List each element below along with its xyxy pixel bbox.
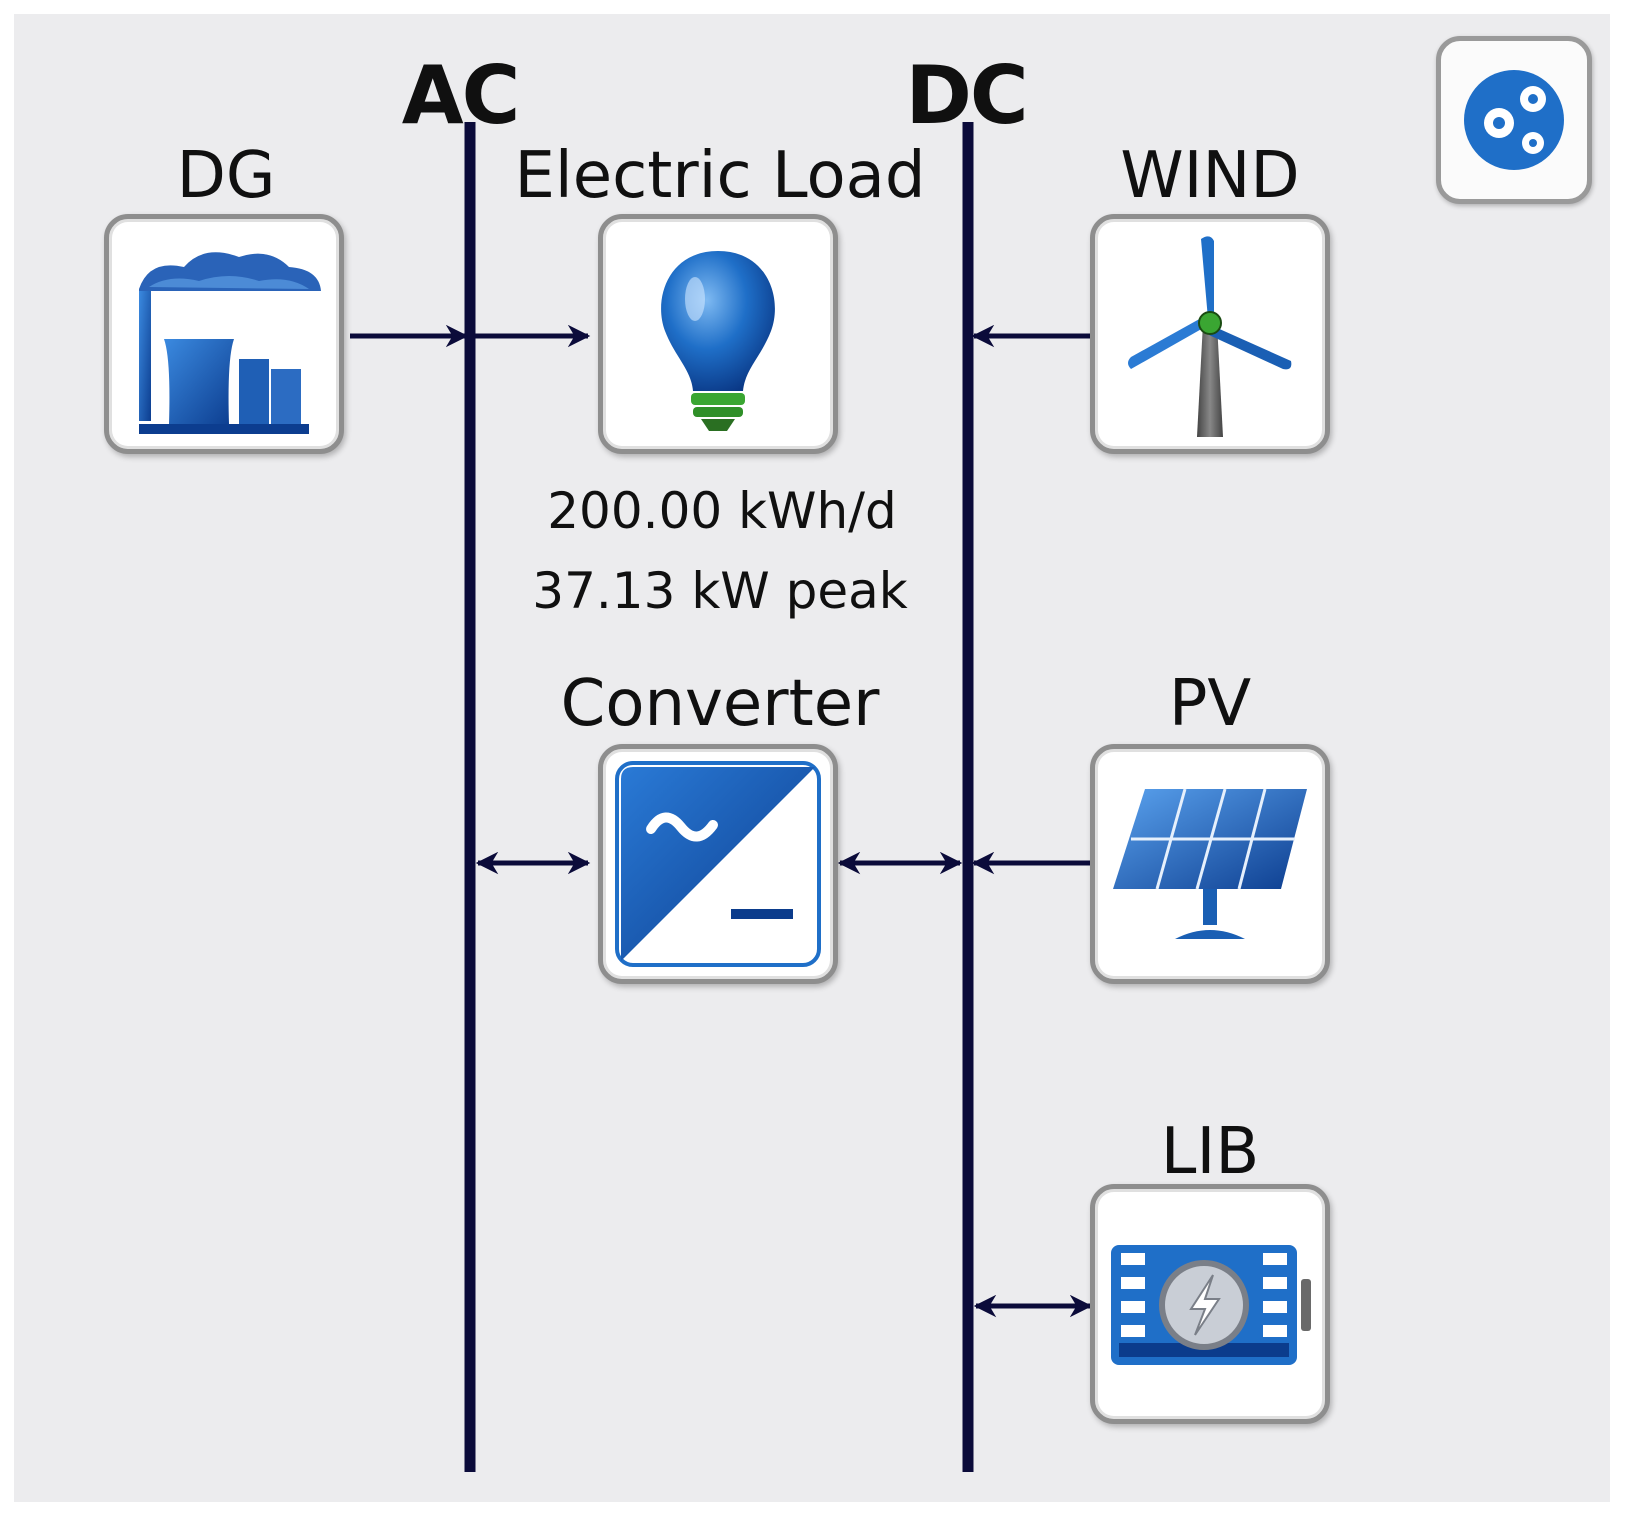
- schematic-lines: [350, 122, 1094, 1472]
- gears-icon: [1464, 70, 1564, 170]
- pv-label: PV: [1168, 667, 1252, 741]
- settings-tool-button[interactable]: [1436, 36, 1592, 204]
- battery-icon: [1111, 1245, 1311, 1365]
- electric-load-tile[interactable]: [598, 214, 838, 454]
- load-daily-energy: 200.00 kWh/d: [547, 482, 897, 540]
- wind-component-tile[interactable]: [1090, 214, 1330, 454]
- converter-label: Converter: [560, 667, 880, 741]
- wind-label: WIND: [1120, 139, 1300, 213]
- light-bulb-icon: [661, 251, 775, 431]
- dg-component-tile[interactable]: [104, 214, 344, 454]
- power-plant-icon: [139, 252, 321, 434]
- ac-dc-converter-icon: [615, 761, 821, 967]
- electric-load-label: Electric Load: [514, 139, 926, 213]
- converter-component-tile[interactable]: [598, 744, 838, 984]
- wind-turbine-icon: [1128, 236, 1292, 437]
- lib-component-tile[interactable]: [1090, 1184, 1330, 1424]
- load-peak-power: 37.13 kW peak: [532, 562, 908, 620]
- diagram-canvas: AC DC DG Electric Load WIND 200.00 kWh/d…: [14, 14, 1610, 1502]
- dg-label: DG: [176, 139, 276, 213]
- solar-panel-icon: [1113, 788, 1307, 939]
- dc-bus-label: DC: [905, 49, 1028, 142]
- ac-bus-label: AC: [401, 49, 521, 142]
- pv-component-tile[interactable]: [1090, 744, 1330, 984]
- lib-label: LIB: [1160, 1115, 1260, 1189]
